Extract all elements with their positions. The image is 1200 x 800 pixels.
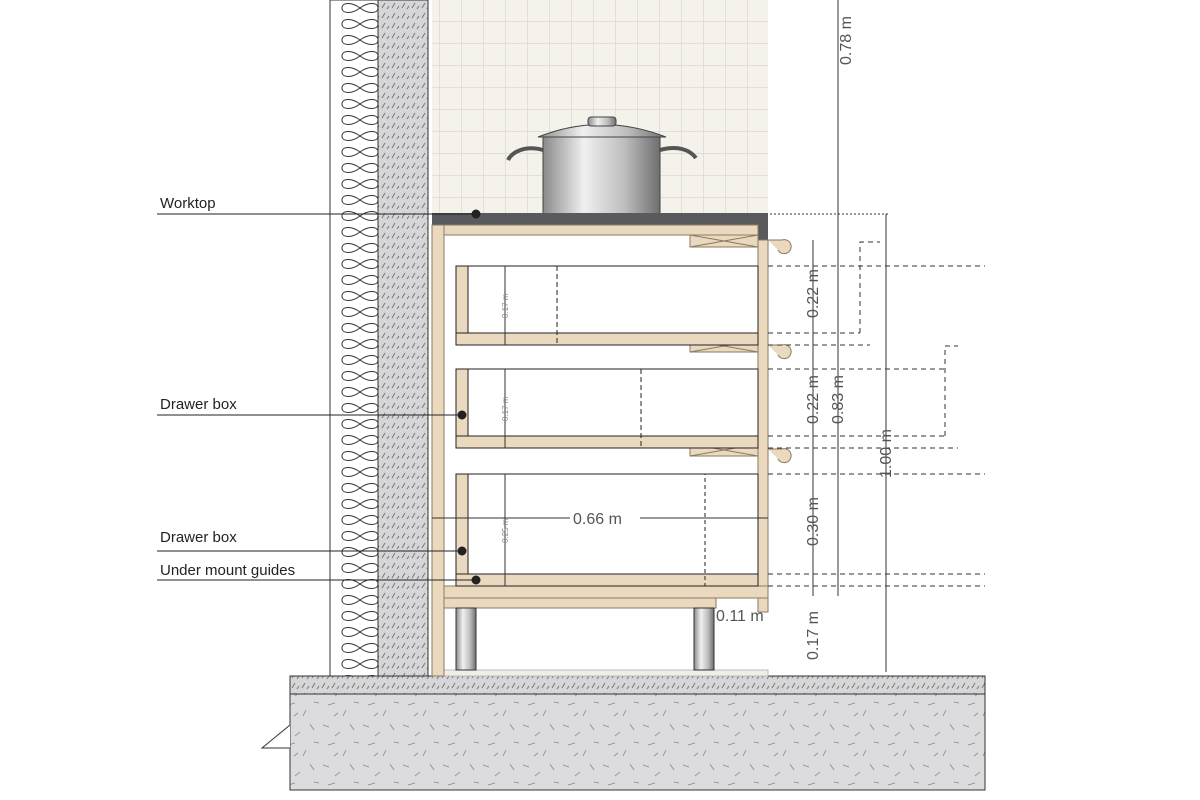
worktop — [432, 213, 768, 244]
dim-inner-width: 0.66 m — [573, 511, 622, 528]
label-drawer-box-1: Drawer box — [160, 396, 237, 413]
dim-box3: 0.25 m — [501, 518, 510, 543]
label-drawer-box-2: Drawer box — [160, 529, 237, 546]
pot-icon — [506, 116, 698, 216]
dim-box2: 0.17 m — [501, 396, 510, 421]
callout-labels: Worktop Drawer box Drawer box Under moun… — [160, 195, 295, 579]
dim-total: 1.00 m — [878, 429, 895, 478]
label-undermount-guides: Under mount guides — [160, 562, 295, 579]
dim-drawer3: 0.30 m — [805, 497, 822, 546]
dim-box1: 0.17 m — [501, 293, 510, 318]
drawer-3 — [455, 473, 759, 587]
drawer-handles — [768, 239, 792, 464]
drawer-1 — [455, 265, 759, 346]
dim-drawer1: 0.22 m — [805, 269, 822, 318]
dim-plinth-setback: 0.11 m — [716, 608, 764, 625]
floor-slab — [260, 669, 986, 791]
leg-left — [455, 607, 477, 671]
dim-carcass: 0.83 m — [830, 375, 847, 424]
leader-lines — [157, 209, 481, 585]
dimension-lines — [432, 0, 985, 672]
wall — [329, 0, 429, 677]
dimension-labels: 0.78 m 0.22 m 0.22 m 0.30 m 0.83 m 1.00 … — [501, 16, 895, 660]
cabinet-carcass — [431, 224, 769, 677]
drawer-2 — [455, 368, 759, 449]
label-worktop: Worktop — [160, 195, 216, 212]
leg-right — [693, 607, 715, 671]
dim-splash: 0.78 m — [838, 16, 855, 65]
dim-plinth: 0.17 m — [805, 611, 822, 660]
dim-drawer2: 0.22 m — [805, 375, 822, 424]
